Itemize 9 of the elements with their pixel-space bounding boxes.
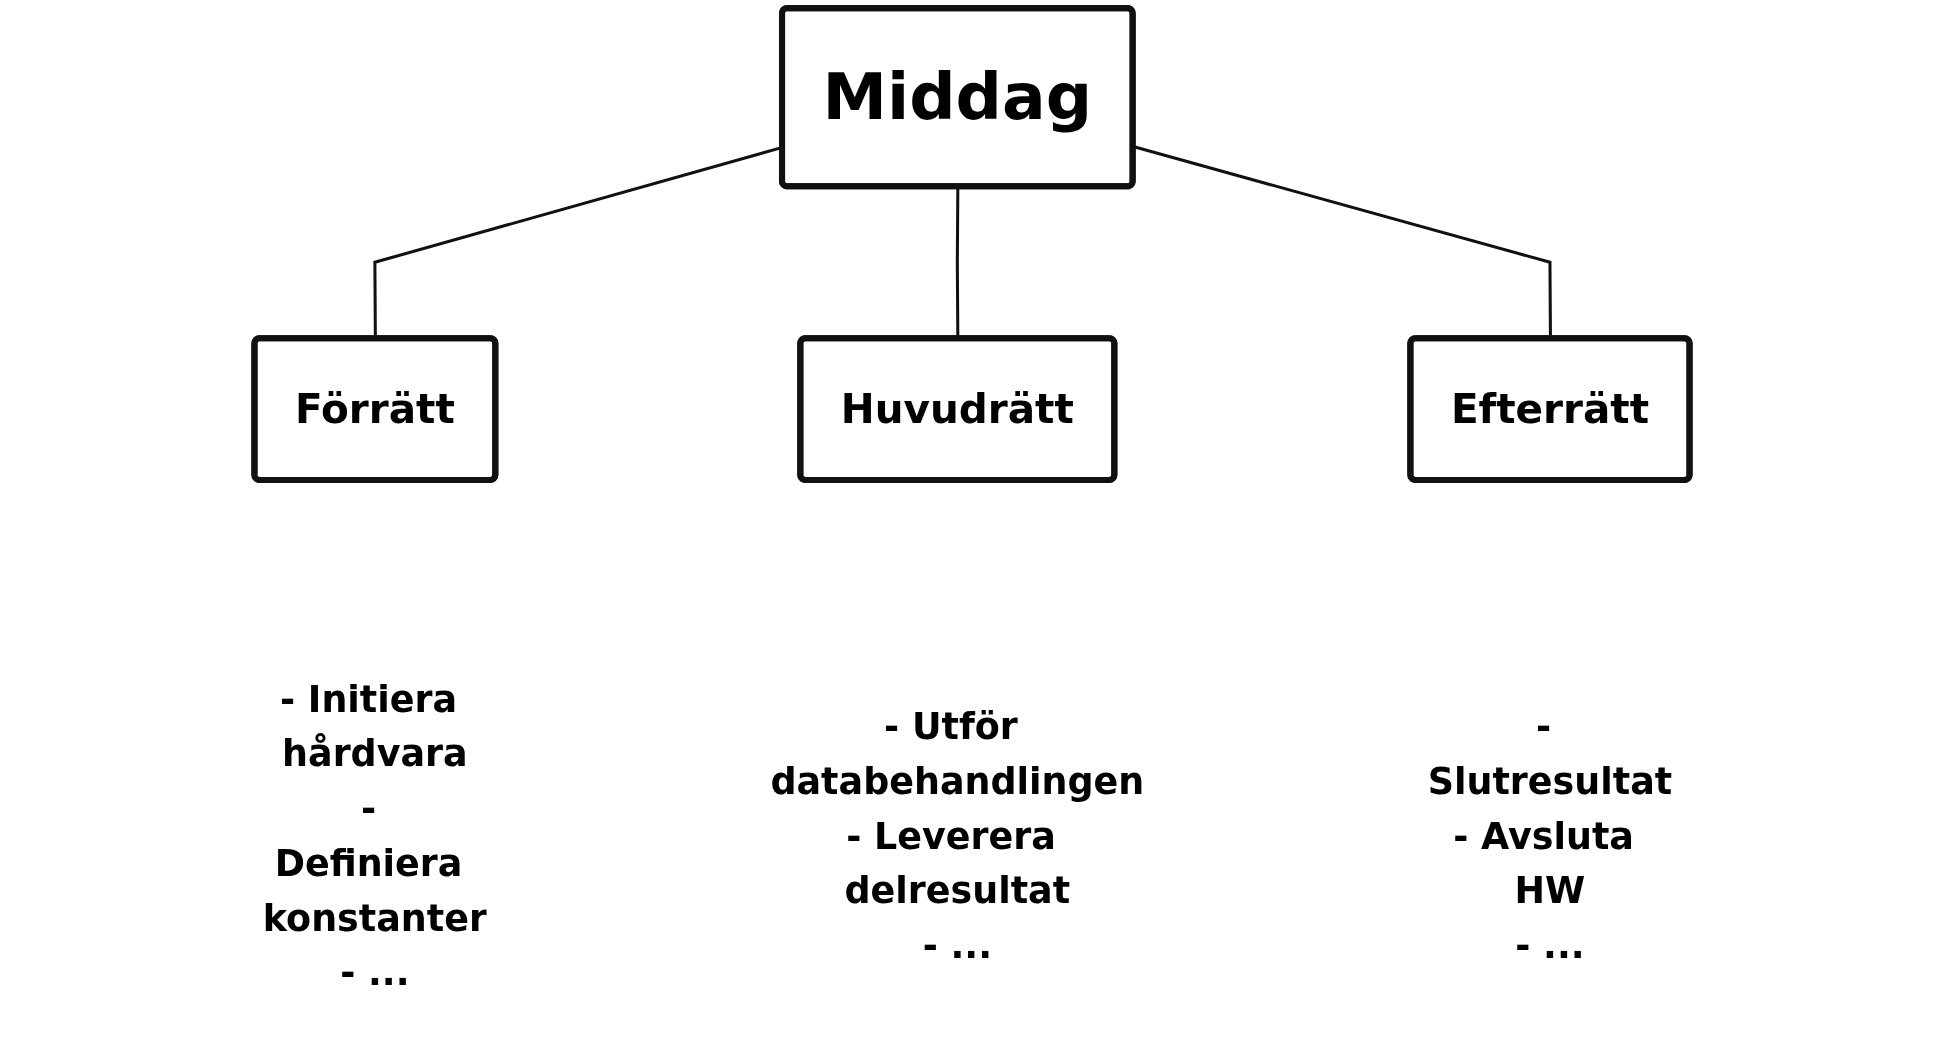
node-label: - Slutresultat <box>1427 705 1673 802</box>
node-label: - Definiera konstanter <box>262 787 487 939</box>
node-label: - Utför databehandlingen <box>770 705 1145 802</box>
node-label: - ... <box>1515 924 1585 966</box>
node-label: - Initiera hårdvara <box>280 678 468 775</box>
node-label: - ... <box>340 951 410 994</box>
node-label: - ... <box>922 924 993 966</box>
node-label: - Leverera delresultat <box>844 815 1071 912</box>
node-label: - Avsluta HW <box>1453 815 1634 912</box>
